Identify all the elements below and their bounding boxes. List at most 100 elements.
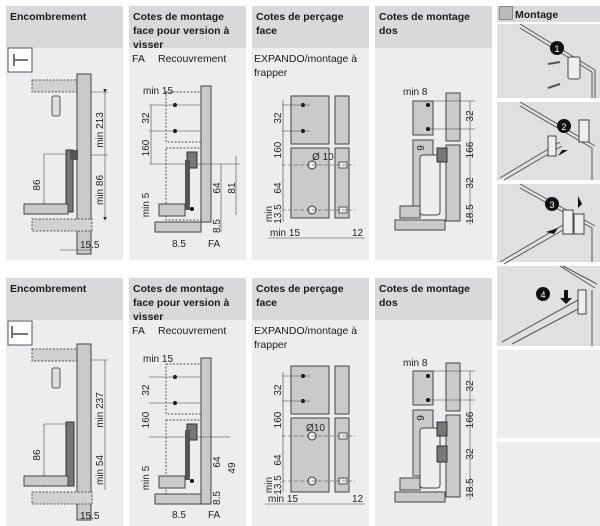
- subtitle-fa: FA: [132, 325, 145, 337]
- dim-min5: min 5: [141, 465, 152, 490]
- montage-step-2-illustration: 2: [499, 101, 596, 181]
- cotes-percage-face-drawing-2: 32 160 Ø10 64 min 13.5 min 15 12: [264, 365, 365, 505]
- montage-step-1: [497, 24, 600, 98]
- subtitle-recouvrement: Recouvrement: [158, 325, 227, 337]
- cotes-percage-face-drawing-1: 32 160 Ø 10 64 min 13.5 min 15 12: [264, 95, 365, 239]
- dim-64: 64: [273, 182, 284, 194]
- dim-height: 86: [32, 179, 43, 191]
- dim-min15: min 15: [270, 228, 300, 239]
- header-encombrement: Encombrement: [6, 6, 123, 48]
- subtitle-recouvrement: Recouvrement: [158, 53, 227, 65]
- dim-32-upper: 32: [465, 110, 476, 122]
- header-title: Cotes de montage dos: [379, 283, 471, 309]
- dim-64: 64: [273, 454, 284, 466]
- dim-offset: 15.5: [80, 240, 100, 251]
- dim-height: 86: [32, 449, 43, 461]
- dim-166: 166: [465, 411, 476, 428]
- cabinet-side-panel: [76, 73, 92, 255]
- montage-empty-panel: [497, 350, 600, 438]
- dim-min15: min 15: [268, 494, 298, 505]
- subtitle-expando: EXPANDO/montage à frapper: [254, 53, 358, 79]
- panel-cotes-montage-face-2: [129, 320, 246, 526]
- cotes-montage-face-drawing-1: min 15 32 160 min 5 64 81 8.5 8.5 FA: [141, 85, 240, 250]
- dim-min-bottom: min 86: [95, 175, 106, 205]
- subtitle-fa: FA: [132, 53, 145, 65]
- dim-32-lower: 32: [465, 448, 476, 460]
- lock-drawer-icon: [577, 289, 587, 315]
- screw-mount-icon: [567, 56, 581, 80]
- dim-min15: min 15: [143, 86, 173, 97]
- dim-32: 32: [273, 112, 284, 124]
- header-cotes-montage-dos: Cotes de montage dos: [375, 6, 492, 48]
- montage-empty-panel: [497, 442, 600, 526]
- encombrement-drawing-2: min 237 86 min 54 15.5: [7, 320, 108, 522]
- dim-81: 81: [227, 182, 238, 194]
- dim-18-5: 18.5: [465, 204, 476, 224]
- montage-step-1-illustration: 1: [519, 23, 596, 98]
- dim-160: 160: [141, 411, 152, 428]
- header-cotes-montage-face-2: Cotes de montage face pour version à vis…: [129, 278, 246, 323]
- dim-160: 160: [273, 411, 284, 428]
- cabinet-side: [200, 85, 212, 223]
- dim-min-bottom: min 54: [95, 455, 106, 485]
- dim-min8: min 8: [403, 358, 428, 369]
- dim-9: 9: [416, 145, 427, 151]
- cotes-montage-dos-drawing-1: min 8 9 32 166 32 18.5: [394, 87, 476, 231]
- dim-64: 64: [212, 182, 223, 194]
- cotes-montage-face-drawing-2: min 15 32 160 min 5 64 49 8.5 8.5 FA: [141, 354, 238, 521]
- dim-160: 160: [141, 139, 152, 156]
- montage-step-3-illustration: 3: [499, 183, 596, 265]
- press-clip-icon: [562, 209, 574, 235]
- dim-diameter: Ø10: [306, 423, 325, 434]
- dim-9: 9: [416, 415, 427, 421]
- fitting-icon: [51, 367, 61, 389]
- subtitle-expando: EXPANDO/montage à frapper: [254, 325, 358, 351]
- dim-8-5-horizontal: 8.5: [172, 239, 186, 250]
- dim-8-5-horizontal: 8.5: [172, 510, 186, 521]
- dim-18-5: 18.5: [465, 478, 476, 498]
- dim-12: 12: [352, 228, 364, 239]
- header-title: Encombrement: [10, 11, 87, 23]
- step-number: 3: [549, 200, 554, 210]
- montage-step-4-illustration: 4: [501, 265, 598, 346]
- dim-min-label: min: [264, 477, 275, 493]
- drawer-bottom: [23, 203, 69, 215]
- dim-offset: 15.5: [80, 511, 100, 522]
- step-number: 1: [554, 44, 559, 54]
- dim-min-label: min: [264, 206, 275, 222]
- dim-8-5-vertical: 8.5: [212, 491, 223, 505]
- dim-min-top: min 213: [95, 112, 106, 148]
- header-title: Cotes de perçage face: [256, 11, 344, 37]
- step-number: 2: [561, 122, 566, 132]
- header-cotes-percage-face: Cotes de perçage face: [252, 6, 369, 48]
- encombrement-drawing-1: min 213 86 min 86 15.5: [7, 47, 108, 255]
- dim-32: 32: [273, 384, 284, 396]
- fitting-icon: [51, 95, 61, 117]
- dim-8-5-vertical: 8.5: [212, 219, 223, 233]
- dim-32-upper: 32: [465, 380, 476, 392]
- dim-166: 166: [465, 141, 476, 158]
- montage-icon: [499, 6, 513, 20]
- header-title: Cotes de perçage face: [256, 283, 344, 309]
- dim-min8: min 8: [403, 87, 428, 98]
- montage-title: Montage: [515, 9, 559, 21]
- dim-32-lower: 32: [465, 177, 476, 189]
- dim-13-5: 13.5: [273, 475, 284, 495]
- dim-32: 32: [141, 112, 152, 124]
- dim-64: 64: [212, 456, 223, 468]
- insert-drawer-icon: [547, 135, 557, 157]
- header-title: Cotes de montage face pour version à vis…: [133, 11, 230, 51]
- upper-drawer-outline: [31, 79, 78, 93]
- step-number: 4: [540, 290, 545, 300]
- dim-32: 32: [141, 384, 152, 396]
- dim-12: 12: [352, 494, 364, 505]
- montage-header: Montage: [497, 6, 600, 22]
- dim-min-top: min 237: [95, 392, 106, 428]
- dim-diameter: Ø 10: [312, 152, 334, 163]
- header-encombrement-2: Encombrement: [6, 278, 123, 320]
- header-cotes-montage-dos-2: Cotes de montage dos: [375, 278, 492, 320]
- header-title: Encombrement: [10, 283, 87, 295]
- dim-49: 49: [227, 462, 238, 474]
- dim-13-5: 13.5: [273, 204, 284, 224]
